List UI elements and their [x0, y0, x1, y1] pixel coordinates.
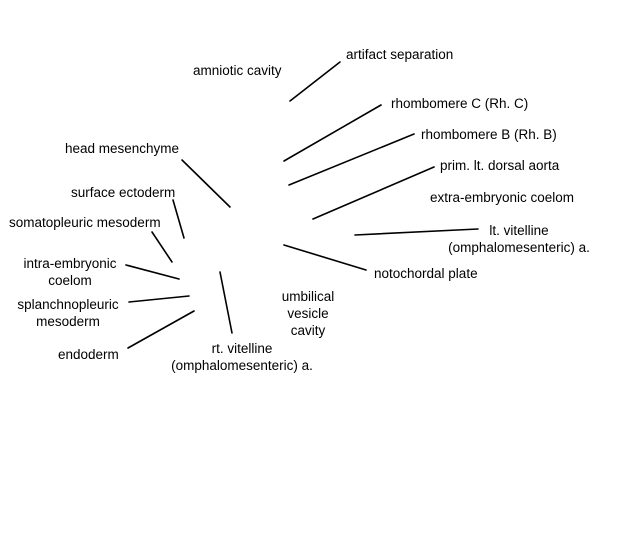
label-somatopleuric-mesoderm: somatopleuric mesoderm [9, 215, 161, 230]
label-artifact-separation: artifact separation [346, 47, 454, 62]
leader-head-mesenchyme [181, 159, 231, 208]
leader-prim-lt-dorsal-aorta [312, 166, 435, 220]
leader-splanchnopleuric-mesoderm [128, 295, 190, 303]
label-lt-vitelline-line1: lt. vitelline [489, 223, 549, 238]
leader-endoderm [127, 310, 195, 349]
label-intra-embryonic-line2: coelom [48, 273, 92, 288]
label-rt-vitelline-line1: rt. vitelline [211, 341, 273, 356]
leader-rhombomere-c [283, 104, 382, 162]
label-splanchnopleuric-line1: splanchnopleuric [17, 297, 119, 312]
leader-surface-ectoderm [172, 199, 185, 239]
label-lt-vitelline-artery: lt. vitelline (omphalomesenteric) a. [446, 222, 592, 256]
label-rhombomere-b: rhombomere B (Rh. B) [421, 127, 557, 142]
label-umbilical-vesicle-cavity: umbilical vesicle cavity [268, 288, 348, 339]
label-rhombomere-c: rhombomere C (Rh. C) [391, 96, 529, 111]
label-umbilical-line3: cavity [290, 323, 326, 338]
label-rt-vitelline-line2: (omphalomesenteric) a. [171, 358, 313, 373]
label-intra-embryonic-coelom: intra-embryonic coelom [18, 255, 122, 289]
label-intra-embryonic-line1: intra-embryonic [23, 256, 117, 271]
leader-rt-vitelline [219, 271, 233, 334]
label-lt-vitelline-line2: (omphalomesenteric) a. [448, 240, 590, 255]
leader-artifact-separation [289, 61, 341, 102]
label-prim-lt-dorsal-aorta: prim. lt. dorsal aorta [440, 158, 560, 173]
label-splanchnopleuric-mesoderm: splanchnopleuric mesoderm [10, 296, 126, 330]
leader-lt-vitelline [354, 228, 479, 236]
label-umbilical-line2: vesicle [287, 306, 329, 321]
label-endoderm: endoderm [58, 347, 119, 362]
label-amniotic-cavity: amniotic cavity [193, 63, 282, 78]
label-notochordal-plate: notochordal plate [374, 266, 478, 281]
label-surface-ectoderm: surface ectoderm [71, 185, 176, 200]
label-head-mesenchyme: head mesenchyme [65, 141, 180, 156]
leader-rhombomere-b [288, 133, 415, 186]
label-umbilical-line1: umbilical [281, 289, 335, 304]
leader-somatopleuric-mesoderm [151, 231, 173, 263]
leader-notochordal-plate [283, 244, 367, 271]
label-rt-vitelline-artery: rt. vitelline (omphalomesenteric) a. [164, 340, 320, 374]
label-splanchnopleuric-line2: mesoderm [36, 314, 100, 329]
leader-intra-embryonic-coelom [125, 264, 180, 280]
label-extra-embryonic-coelom: extra-embryonic coelom [430, 190, 575, 205]
